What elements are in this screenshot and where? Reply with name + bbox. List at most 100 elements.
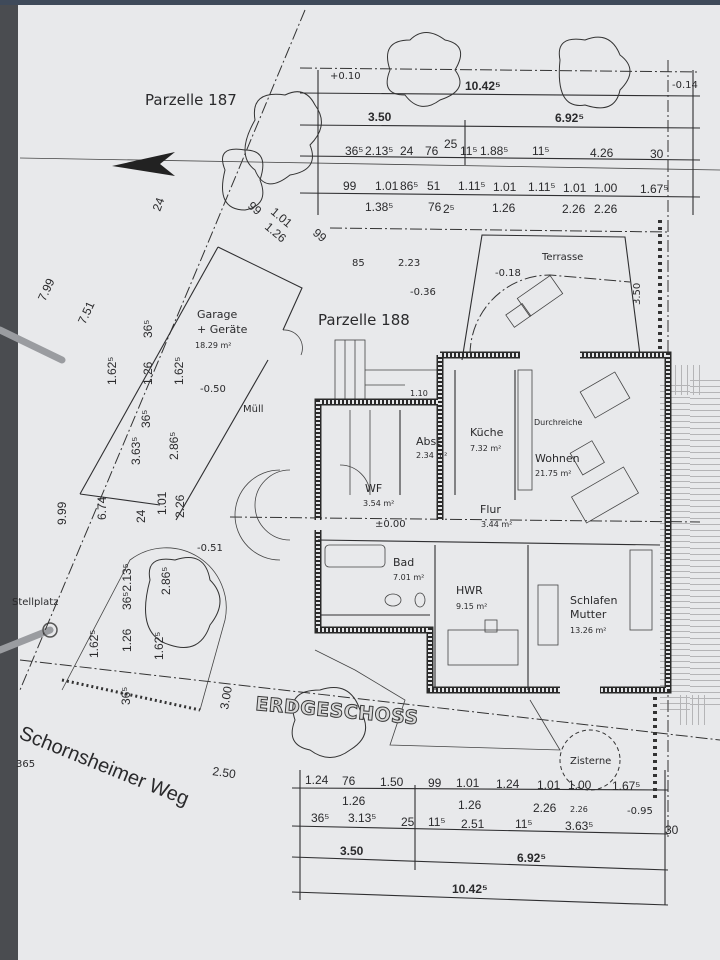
svg-text:2.26: 2.26 <box>594 202 618 216</box>
level-parking: -0.51 <box>197 543 223 554</box>
svg-text:1.62⁵: 1.62⁵ <box>105 357 119 385</box>
svg-text:36⁵: 36⁵ <box>139 410 153 428</box>
dim-top-row1: 36⁵ 2.13⁵ 24 76 25 11⁵ 1.88⁵ 11⁵ 4.26 30 <box>345 137 664 161</box>
svg-text:2.26: 2.26 <box>562 202 586 216</box>
wf-label: WF <box>365 482 382 495</box>
garage-label: Garage <box>197 308 238 321</box>
svg-text:1.62⁵: 1.62⁵ <box>87 630 101 658</box>
flur-label: Flur <box>480 503 501 516</box>
binder-ring-top <box>0 326 66 364</box>
svg-text:1.24: 1.24 <box>305 773 329 787</box>
binder-edge <box>0 0 18 960</box>
svg-text:1.26: 1.26 <box>141 361 155 385</box>
svg-text:1.01: 1.01 <box>537 778 561 792</box>
hwr-label: HWR <box>456 584 483 597</box>
svg-text:36⁵: 36⁵ <box>119 687 133 705</box>
binder-hole <box>42 622 58 638</box>
svg-text:2.86⁵: 2.86⁵ <box>167 432 181 460</box>
level-terrace: -0.18 <box>495 268 521 279</box>
neighbour-hatch <box>660 365 720 725</box>
svg-text:3.50: 3.50 <box>632 283 643 305</box>
svg-text:11⁵: 11⁵ <box>515 817 532 831</box>
svg-text:2.26: 2.26 <box>570 805 588 814</box>
svg-text:1.26: 1.26 <box>342 794 366 808</box>
svg-text:25: 25 <box>444 137 458 151</box>
street-line <box>19 659 720 741</box>
top-dimension-lines <box>299 70 701 215</box>
svg-text:36⁵: 36⁵ <box>311 811 329 825</box>
svg-text:1.26: 1.26 <box>458 798 482 812</box>
schlafen-label: Schlafen <box>570 594 617 607</box>
dim-top-left: 3.50 <box>368 110 392 124</box>
terrace-label: Terrasse <box>541 252 583 263</box>
level-top-left: +0.10 <box>330 71 361 82</box>
level-bottom-right: -0.95 <box>627 806 653 817</box>
durchreiche-label: Durchreiche <box>534 418 583 427</box>
svg-text:1.11⁵: 1.11⁵ <box>528 180 555 194</box>
svg-text:36⁵2.13⁵: 36⁵2.13⁵ <box>120 563 134 610</box>
svg-text:3.00: 3.00 <box>217 685 235 711</box>
svg-text:1.11⁵: 1.11⁵ <box>458 179 485 193</box>
svg-text:24: 24 <box>400 144 414 158</box>
parcel-187-label: Parzelle 187 <box>145 91 237 109</box>
interior-furniture <box>234 369 653 666</box>
dim-top-row2: 99 1.01 86⁵ 51 1.11⁵ 1.01 1.11⁵ 1.01 1.0… <box>343 179 668 196</box>
svg-text:1.10: 1.10 <box>410 389 428 398</box>
svg-text:1.01: 1.01 <box>375 179 399 193</box>
svg-text:25: 25 <box>401 815 415 829</box>
parcel-188-label: Parzelle 188 <box>318 311 410 329</box>
svg-text:1.50: 1.50 <box>380 775 404 789</box>
zisterne-label: Zisterne <box>570 756 611 767</box>
dim-bottom-left: 3.50 <box>340 844 364 858</box>
kueche-area: 7.32 m² <box>470 444 501 453</box>
terrace-arc <box>469 274 631 356</box>
svg-text:9.99: 9.99 <box>55 501 69 525</box>
hwr-area: 9.15 m² <box>456 602 487 611</box>
stellplatz-label: Stellplatz <box>12 597 58 608</box>
schlafen-label-2: Mutter <box>570 608 607 621</box>
svg-text:1.62⁵: 1.62⁵ <box>172 357 186 385</box>
svg-text:1.62⁵: 1.62⁵ <box>152 632 166 660</box>
dim-top-total: 10.42⁵ <box>465 79 501 93</box>
schlafen-area: 13.26 m² <box>570 626 606 635</box>
svg-text:86⁵: 86⁵ <box>400 179 418 193</box>
level-floor: ±0.00 <box>375 519 406 530</box>
svg-text:2.26: 2.26 <box>173 494 187 518</box>
bottom-dimension-lines <box>291 770 669 906</box>
svg-text:36⁵: 36⁵ <box>345 144 363 158</box>
svg-text:1.26: 1.26 <box>492 201 516 215</box>
level-garage: -0.50 <box>200 384 226 395</box>
svg-text:11⁵: 11⁵ <box>428 815 445 829</box>
svg-text:1.00: 1.00 <box>594 181 618 195</box>
svg-text:3.13⁵: 3.13⁵ <box>348 811 376 825</box>
axis-line-flur <box>229 516 701 523</box>
terrace-furniture <box>505 274 564 328</box>
dim-bottom-row1b: 1.26 1.26 2.26 2.26 <box>342 794 588 815</box>
parking-area <box>61 547 227 711</box>
tree-icons <box>145 32 631 791</box>
binder-ring-bottom <box>0 626 54 654</box>
terrace-outline <box>461 234 641 361</box>
dim-top-row3: 1.38⁵ 76 2⁵ 1.26 2.26 2.26 <box>365 200 618 216</box>
svg-text:3.63⁵: 3.63⁵ <box>565 819 593 833</box>
svg-text:51: 51 <box>427 179 441 193</box>
svg-text:11⁵: 11⁵ <box>460 144 477 158</box>
garage-label-2: + Geräte <box>197 323 248 336</box>
axis-line <box>19 157 720 171</box>
svg-text:2.13⁵: 2.13⁵ <box>365 144 393 158</box>
svg-text:1.38⁵: 1.38⁵ <box>365 200 393 214</box>
level-terrace-left: -0.36 <box>410 287 436 298</box>
svg-text:2.23: 2.23 <box>398 258 420 269</box>
wohnen-area: 21.75 m² <box>535 469 571 478</box>
top-edge <box>0 0 720 5</box>
svg-text:1.00: 1.00 <box>568 778 592 792</box>
svg-text:36⁵: 36⁵ <box>141 320 155 338</box>
dim-bottom-row2: 36⁵ 3.13⁵ 25 11⁵ 2.51 11⁵ 3.63⁵ 30 <box>311 811 679 837</box>
svg-text:85: 85 <box>352 258 365 269</box>
abst-area: 2.34 m² <box>416 451 447 460</box>
garage-area: 18.29 m² <box>195 341 231 350</box>
building-walls <box>314 351 672 694</box>
svg-text:1.01: 1.01 <box>456 776 480 790</box>
svg-text:24: 24 <box>150 195 168 213</box>
